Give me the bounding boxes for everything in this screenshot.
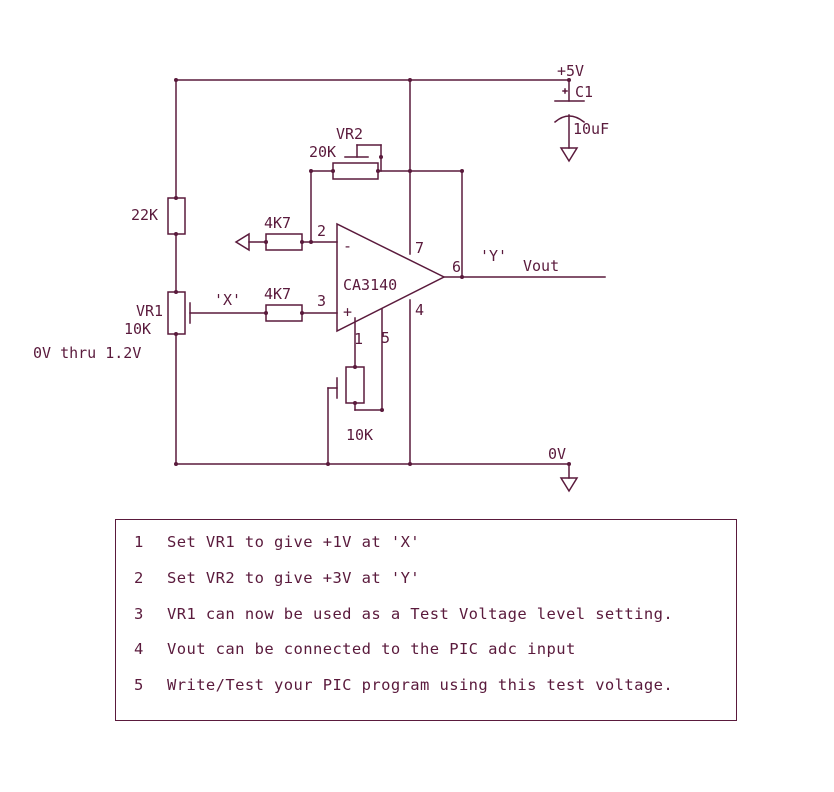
junction-dot (379, 155, 383, 159)
junction-dot (174, 332, 178, 336)
step-number: 4 (134, 640, 144, 658)
y-node-label: 'Y' (480, 247, 507, 265)
pin7-label: 7 (415, 239, 424, 257)
cap-ground-symbol (559, 147, 579, 163)
junction-dot (309, 240, 313, 244)
vout-label: Vout (523, 257, 559, 275)
junction-dot (174, 232, 178, 236)
junction-dot (408, 78, 412, 82)
pin1-label: 1 (354, 330, 363, 348)
resistor-22k-body (167, 197, 186, 235)
junction-dot (567, 462, 571, 466)
step-text: Write/Test your PIC program using this t… (167, 676, 674, 694)
junction-dot (331, 169, 335, 173)
opamp-body (336, 222, 446, 333)
pin6-label: 6 (452, 258, 461, 276)
junction-dot (174, 290, 178, 294)
junction-dot (567, 78, 571, 82)
pin2-label: 2 (317, 222, 326, 240)
step-number: 3 (134, 605, 144, 623)
minus-input-ground-symbol (234, 232, 250, 252)
vr1-range-label: 0V thru 1.2V (33, 344, 141, 362)
pin3-label: 3 (317, 292, 326, 310)
instruction-step: 2 Set VR2 to give +3V at 'Y' (134, 569, 420, 587)
vr2-name-label: VR2 (336, 125, 363, 143)
instructions-box: 1 Set VR1 to give +1V at 'X' 2 Set VR2 to … (115, 519, 737, 721)
cap-value-label: 10uF (573, 120, 609, 138)
junction-dot (326, 462, 330, 466)
junction-dot (174, 462, 178, 466)
junction-dot (309, 169, 313, 173)
junction-dot (408, 462, 412, 466)
step-text: Set VR1 to give +1V at 'X' (167, 533, 421, 551)
junction-dot (408, 169, 412, 173)
instruction-step: 3 VR1 can now be used as a Test Voltage l… (134, 605, 673, 623)
supply-label: +5V (557, 62, 584, 80)
vr1-name-label: VR1 (136, 302, 163, 320)
opamp-part-label: CA3140 (343, 276, 397, 294)
offset-pot-body (345, 366, 365, 404)
resistor-4k7-plus-body (265, 304, 303, 322)
junction-dot (174, 196, 178, 200)
step-number: 1 (134, 533, 144, 551)
instruction-step: 4 Vout can be connected to the PIC adc in… (134, 640, 576, 658)
resistor-4k7-minus-label: 4K7 (264, 214, 291, 232)
opamp-minus-sign: - (343, 237, 352, 255)
pin4-label: 4 (415, 301, 424, 319)
step-text: VR1 can now be used as a Test Voltage le… (167, 605, 674, 623)
resistor-22k-label: 22K (131, 206, 158, 224)
step-text: Vout can be connected to the PIC adc inp… (167, 640, 576, 658)
junction-dot (264, 311, 268, 315)
junction-dot (376, 169, 380, 173)
x-node-label: 'X' (214, 291, 241, 309)
junction-dot (353, 365, 357, 369)
junction-dot (460, 275, 464, 279)
vr2-body (332, 162, 379, 180)
instruction-step: 5 Write/Test your PIC program using this … (134, 676, 673, 694)
step-number: 5 (134, 676, 144, 694)
ground-symbol (559, 477, 579, 493)
junction-dot (300, 240, 304, 244)
instruction-step: 1 Set VR1 to give +1V at 'X' (134, 533, 420, 551)
resistor-4k7-plus-label: 4K7 (264, 285, 291, 303)
junction-dot (264, 240, 268, 244)
junction-dot (380, 408, 384, 412)
resistor-4k7-minus-body (265, 233, 303, 251)
step-text: Set VR2 to give +3V at 'Y' (167, 569, 421, 587)
cap-name-label: C1 (575, 83, 593, 101)
junction-dot (174, 78, 178, 82)
junction-dot (460, 169, 464, 173)
step-number: 2 (134, 569, 144, 587)
junction-dot (353, 401, 357, 405)
offset-pot-value-label: 10K (346, 426, 373, 444)
junction-dot (300, 311, 304, 315)
opamp-plus-sign: + (343, 303, 352, 321)
vr2-value-label: 20K (309, 143, 336, 161)
ground-label: 0V (548, 445, 566, 463)
vr1-body (167, 291, 186, 335)
vr1-value-label: 10K (124, 320, 151, 338)
pin5-label: 5 (381, 329, 390, 347)
